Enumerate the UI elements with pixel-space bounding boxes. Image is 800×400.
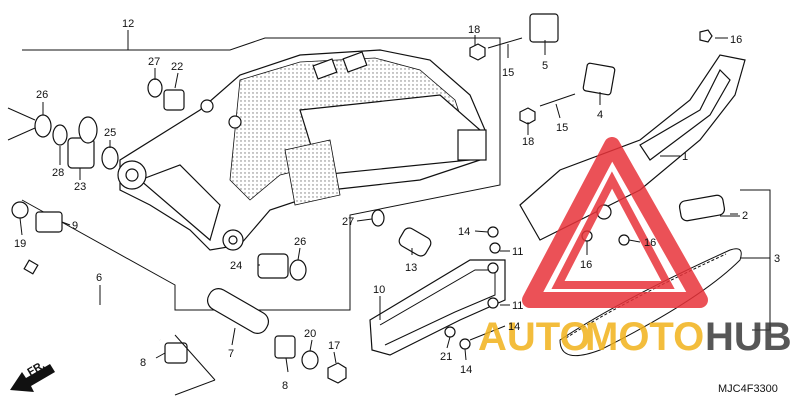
watermark-brand-hub: HUB [705, 315, 792, 359]
collar-parts [164, 209, 432, 384]
callout-13: 13 [405, 262, 417, 274]
front-direction-arrow: FR. [10, 359, 55, 392]
swingarm-body [117, 49, 487, 251]
callout-7: 7 [228, 348, 234, 360]
callout-9: 9 [72, 220, 78, 232]
callout-19: 19 [14, 238, 26, 250]
callout-24: 24 [230, 260, 242, 272]
callout-12: 12 [122, 18, 134, 30]
callout-2: 2 [742, 210, 748, 222]
master-link-parts [678, 194, 726, 222]
left-bearing-stack [34, 114, 119, 170]
callout-22: 22 [171, 61, 183, 73]
callout-6: 6 [96, 272, 102, 284]
adjuster-parts [11, 201, 63, 233]
callout-25: 25 [104, 127, 116, 139]
callout-14-mid: 14 [508, 321, 520, 333]
callout-5: 5 [542, 60, 548, 72]
callout-17: 17 [328, 340, 340, 352]
callout-14-top: 14 [458, 226, 470, 238]
assembly-boundary [21, 37, 501, 311]
callout-23: 23 [74, 181, 86, 193]
callout-1: 1 [682, 151, 688, 163]
callout-27-bottom: 27 [342, 216, 354, 228]
callout-18-mid: 18 [522, 136, 534, 148]
watermark-brand-moto: MOTO [585, 315, 704, 359]
diagram-code: MJC4F3300 [718, 383, 778, 395]
callout-18-top: 18 [468, 24, 480, 36]
callout-8-right: 8 [282, 380, 288, 392]
callout-10: 10 [373, 284, 385, 296]
callout-8-left: 8 [140, 357, 146, 369]
adjuster-blocks-and-bolts [469, 13, 616, 125]
callout-26-bottom: 26 [294, 236, 306, 248]
callout-20: 20 [304, 328, 316, 340]
leader-lines [19, 30, 738, 373]
callout-labels: 12 18 15 5 4 18 15 16 1 27 22 26 25 28 2… [14, 18, 780, 392]
callout-11-top: 11 [512, 246, 523, 258]
callout-26-left: 26 [36, 89, 48, 101]
chain-slider [369, 259, 506, 356]
callout-14-bottom: 14 [460, 364, 472, 376]
callout-15-top: 15 [502, 67, 514, 79]
watermark-brand-auto: AUTO [478, 315, 591, 359]
automotohub-watermark: AUTO MOTO HUB [478, 137, 792, 359]
callout-4: 4 [597, 109, 603, 121]
callout-27-top: 27 [148, 56, 160, 68]
callout-16-bottom: 16 [580, 259, 592, 271]
callout-3: 3 [774, 253, 780, 265]
callout-16-top: 16 [730, 34, 742, 46]
callout-21: 21 [440, 351, 452, 363]
top-bearing-stack [147, 78, 185, 111]
bracket-2-3 [740, 189, 771, 331]
pivot-bolt [23, 259, 161, 341]
callout-28: 28 [52, 167, 64, 179]
callout-11-bottom: 11 [512, 300, 523, 312]
callout-15-mid: 15 [556, 122, 568, 134]
cut-lines [7, 107, 216, 396]
callout-16-mid: 16 [644, 237, 656, 249]
